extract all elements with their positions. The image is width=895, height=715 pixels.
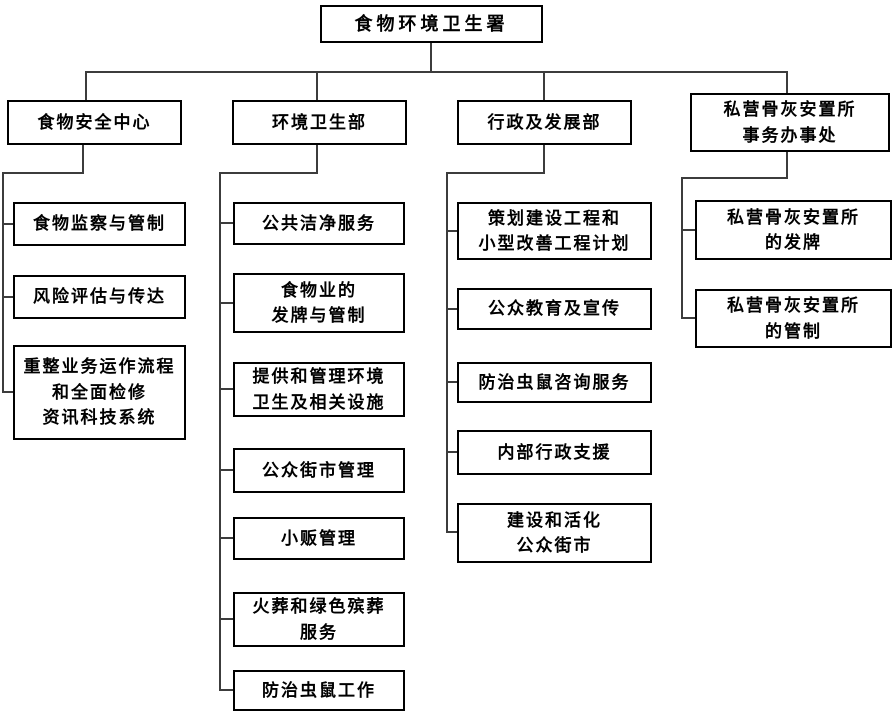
- org-box-food-surveillance-control: 食物监察与管制: [13, 202, 186, 246]
- org-box-pest-control-work: 防治虫鼠工作: [233, 670, 405, 711]
- connector-b2-stub-7: [219, 689, 233, 691]
- connector-b3-stub-3: [446, 381, 457, 383]
- org-box-environmental-hygiene-branch: 环境卫生部: [232, 100, 407, 145]
- org-box-pest-control-advisory-services: 防治虫鼠咨询服务: [457, 362, 652, 403]
- connector-b3-drop: [543, 145, 545, 174]
- org-box-capital-minor-works-projects: 策划建设工程和 小型改善工程计划: [457, 202, 652, 260]
- connector-b3-stub-4: [446, 451, 457, 453]
- connector-b1-stub-2: [2, 296, 14, 298]
- connector-b1-jog: [2, 172, 84, 174]
- connector-b4-jog: [681, 177, 788, 179]
- connector-b2-stub-6: [219, 618, 233, 620]
- connector-b1-spine: [2, 172, 4, 393]
- connector-b2-jog: [219, 172, 318, 174]
- org-box-market-building-revitalisation: 建设和活化 公众街市: [457, 503, 652, 563]
- connector-b1-drop: [82, 145, 84, 174]
- connector-b2-stub-1: [219, 222, 233, 224]
- connector-b2-drop: [316, 145, 318, 174]
- connector-b3-stub-5: [446, 531, 457, 533]
- connector-b3-stub-1: [446, 230, 457, 232]
- org-box-public-education-publicity: 公众教育及宣传: [457, 288, 652, 330]
- connector-drop-branch-3: [543, 71, 545, 100]
- org-box-private-columbaria-licensing: 私营骨灰安置所 的发牌: [695, 200, 892, 260]
- connector-drop-branch-1: [85, 71, 87, 100]
- connector-b2-stub-2: [219, 302, 233, 304]
- connector-b3-spine: [446, 172, 448, 533]
- org-box-private-columbaria-control: 私营骨灰安置所 的管制: [695, 289, 892, 348]
- org-box-risk-assessment-communication: 风险评估与传达: [13, 275, 186, 319]
- connector-b1-stub-3: [2, 391, 14, 393]
- org-box-public-markets-management: 公众街市管理: [233, 448, 405, 493]
- connector-b4-stub-2: [681, 317, 695, 319]
- org-box-business-process-reengineering: 重整业务运作流程 和全面检修 资讯科技系统: [13, 345, 186, 440]
- org-box-cremation-green-burial-services: 火葬和绿色殡葬 服务: [233, 592, 405, 647]
- connector-root-drop: [430, 43, 432, 72]
- org-box-centre-for-food-safety: 食物安全中心: [7, 100, 182, 145]
- org-box-private-columbaria-affairs-office: 私营骨灰安置所 事务办事处: [690, 93, 890, 152]
- connector-b2-spine: [219, 172, 221, 691]
- connector-b2-stub-4: [219, 469, 233, 471]
- connector-drop-branch-2: [316, 71, 318, 100]
- connector-main-rail: [85, 71, 788, 73]
- org-box-internal-admin-support: 内部行政支援: [457, 430, 652, 475]
- connector-b4-stub-1: [681, 229, 695, 231]
- org-box-admin-development-branch: 行政及发展部: [457, 100, 632, 145]
- org-box-food-business-licensing-control: 食物业的 发牌与管制: [233, 273, 405, 333]
- connector-b3-stub-2: [446, 308, 457, 310]
- org-box-public-cleansing-services: 公共洁净服务: [233, 202, 405, 245]
- connector-drop-branch-4: [786, 71, 788, 93]
- org-box-fehd: 食物环境卫生署: [320, 5, 543, 43]
- connector-b2-stub-3: [219, 388, 233, 390]
- org-box-hawker-management: 小贩管理: [233, 517, 405, 560]
- org-box-environmental-hygiene-facilities: 提供和管理环境 卫生及相关设施: [233, 362, 405, 417]
- connector-b4-spine: [681, 177, 683, 319]
- connector-b1-stub-1: [2, 223, 14, 225]
- connector-b2-stub-5: [219, 537, 233, 539]
- connector-b3-jog: [446, 172, 545, 174]
- connector-b4-drop: [786, 152, 788, 179]
